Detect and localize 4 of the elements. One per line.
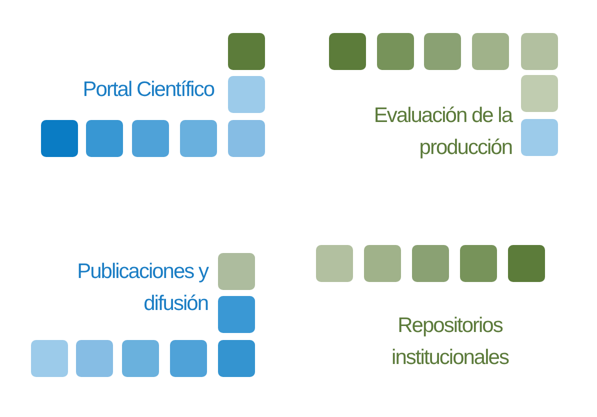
- section-title: Evaluación de la producción: [372, 103, 512, 161]
- section-title: Publicaciones y difusión: [76, 259, 208, 317]
- section-title: Repositorios institucionales: [390, 313, 510, 371]
- section-title: Portal Científico: [82, 77, 214, 103]
